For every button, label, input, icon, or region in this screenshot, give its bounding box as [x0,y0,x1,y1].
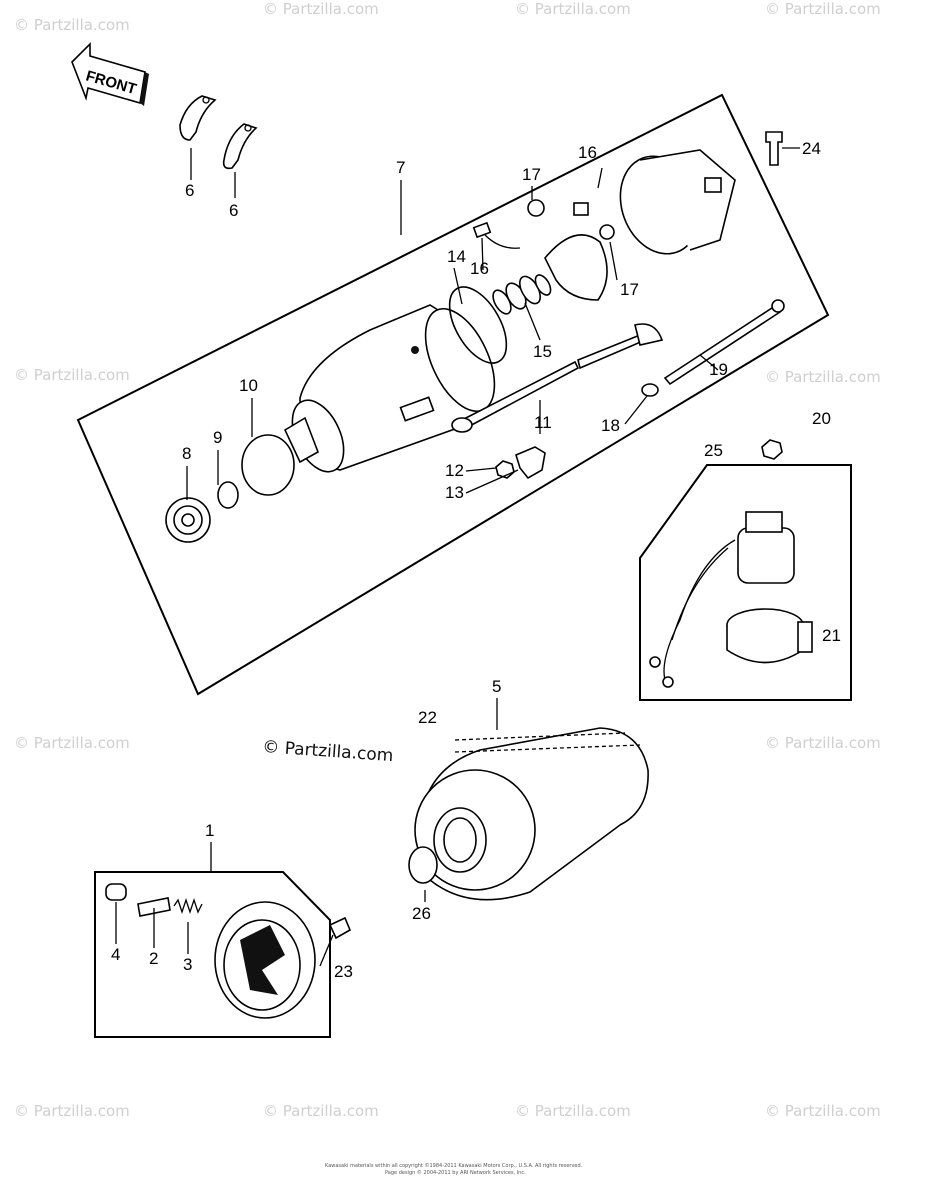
watermark: © Partzilla.com [263,0,379,18]
pinion-gear-part-8 [165,497,211,543]
sprocket-and-chain [414,727,649,901]
watermark: © Partzilla.com [765,734,881,752]
washers-part-15 [492,274,552,315]
lead-part-11 [451,323,664,433]
callout-label: 17 [620,280,639,299]
footer-line-2: Page design © 2004-2011 by ARI Network S… [385,1169,526,1176]
callout-label: 20 [812,409,831,428]
callout-label: 15 [533,342,552,361]
callout-label: 6 [185,181,194,200]
watermark: © Partzilla.com [14,366,130,384]
spring-part-3 [173,897,203,915]
callout-label: 22 [418,708,437,727]
bolt-part-24 [765,131,783,166]
callout-label: 16 [578,143,597,162]
roller-part-4 [105,883,127,901]
callout-label: 17 [522,165,541,184]
watermark: © Partzilla.com [515,0,631,18]
clamp-part-6 [179,95,258,170]
watermark: © Partzilla.com [14,16,130,34]
callout-label: 5 [492,677,501,696]
watermark: © Partzilla.com [14,1102,130,1120]
callout-label: 14 [447,247,466,266]
callout-label: 6 [229,201,238,220]
front-arrow: FRONT [71,42,149,106]
callout-label: 19 [709,360,728,379]
watermark-grid: © Partzilla.com © Partzilla.com © Partzi… [14,0,881,1120]
callout-label: 10 [239,376,258,395]
watermark: © Partzilla.com [263,1102,379,1120]
watermark: © Partzilla.com [765,1102,881,1120]
o-ring-part-14 [448,286,508,364]
circlip-part-9 [217,481,239,509]
watermark: © Partzilla.com [765,368,881,386]
pin-part-2 [137,897,171,917]
o-ring-part-10 [241,434,295,496]
cap-part-13 [515,446,546,480]
leader-lines [115,147,800,967]
callout-label: 25 [704,441,723,460]
callout-label: 23 [334,962,353,981]
brushes-part-16-17 [472,199,615,249]
callout-label: 9 [213,428,222,447]
callout-label: 12 [445,461,464,480]
callout-label: 16 [470,259,489,278]
callout-label: 4 [111,945,120,964]
callout-label: 21 [822,626,841,645]
callout-label: 7 [396,158,405,177]
starter-frame [76,93,830,696]
callout-label: 1 [205,821,214,840]
callout-label: 24 [802,139,821,158]
clutch-frame [94,871,331,1038]
washer-part-26 [408,846,438,884]
watermark: © Partzilla.com [515,1102,631,1120]
brush-plate [544,234,608,301]
end-cover [619,149,736,255]
nut-part-25 [761,439,783,460]
watermark: © Partzilla.com [765,0,881,18]
callout-label: 13 [445,483,464,502]
callout-label: 18 [601,416,620,435]
callout-label: 2 [149,949,158,968]
bolt-part-23 [328,916,352,940]
footer-line-1: Kawasaki materials within all copyright … [325,1162,583,1169]
callout-labels: 1 2 3 4 5 6 6 7 8 9 10 11 12 13 14 15 16… [111,139,841,981]
watermark: © Partzilla.com [14,734,130,752]
callout-label: 26 [412,904,431,923]
callout-label: 3 [183,955,192,974]
watermark-main: © Partzilla.com [262,737,394,766]
washer-part-18 [641,383,659,397]
callout-label: 8 [182,444,191,463]
starter-clutch-part-1 [214,901,316,1019]
callout-label: 11 [534,413,552,432]
starter-motor [283,304,496,473]
solenoid-frame [639,464,852,701]
solenoid-part-21 [649,511,813,688]
